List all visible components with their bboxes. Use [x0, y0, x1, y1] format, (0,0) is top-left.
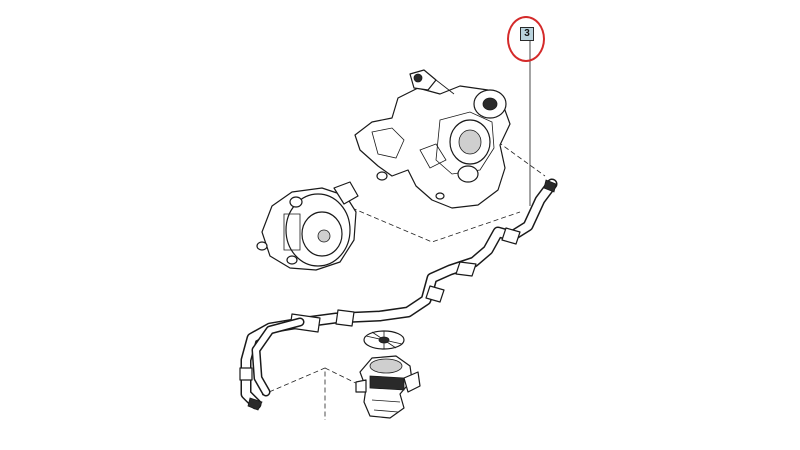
hose-branch: [251, 317, 305, 397]
reference-line-pump: [351, 207, 521, 243]
diaphragm-part: [363, 330, 405, 350]
reference-line-engine: [497, 141, 546, 177]
pump-assembly: [256, 181, 359, 271]
engine-assembly: [354, 69, 511, 209]
reference-line-lower: [261, 367, 326, 420]
callout-highlight-circle: [507, 16, 545, 62]
valve-assembly: [355, 355, 421, 419]
callout-label-3[interactable]: 3: [520, 27, 534, 41]
